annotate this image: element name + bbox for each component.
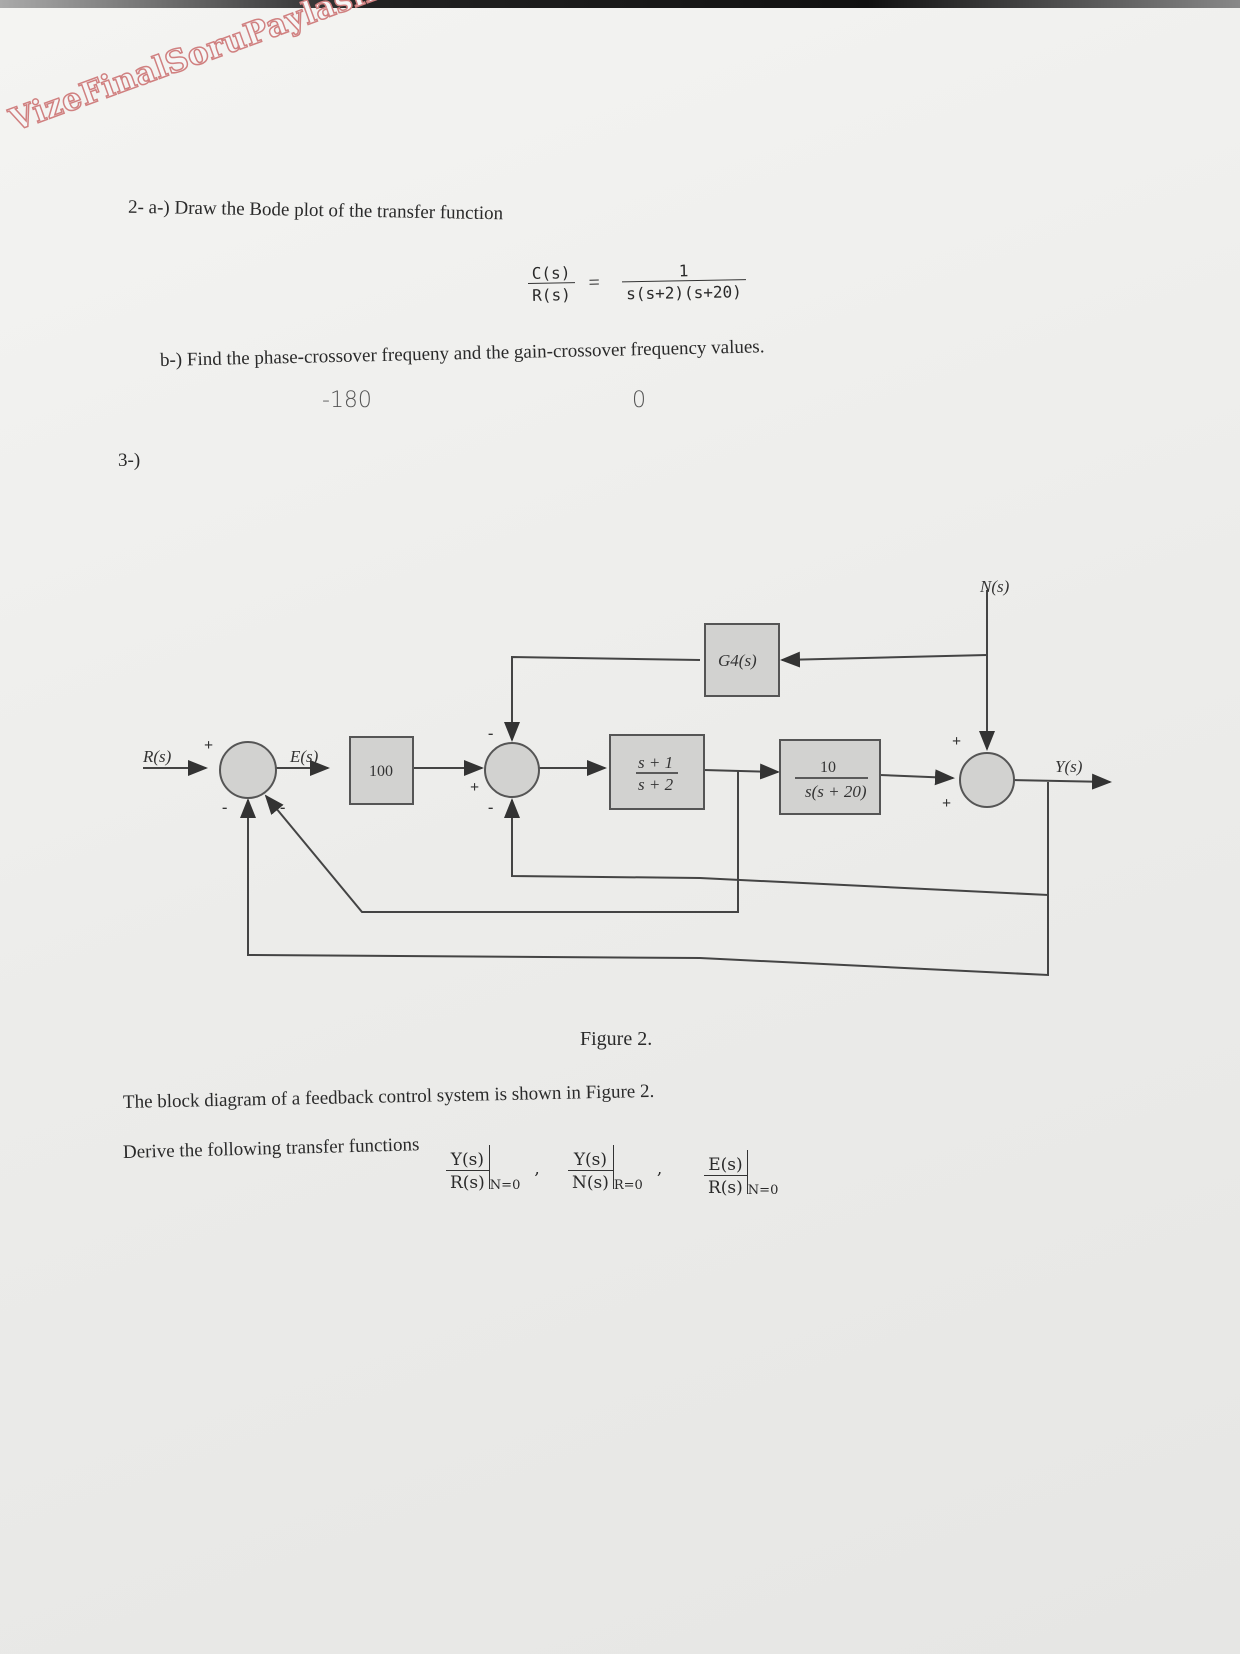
tf-e-over-r: E(s)R(s) N=0 (704, 1150, 778, 1198)
block-10-s-s20 (779, 739, 881, 815)
summing-junction-3 (959, 752, 1015, 808)
line-n-to-g4 (780, 651, 988, 668)
label-y: Y(s) (1055, 757, 1083, 776)
inner-feedback-line (504, 782, 1049, 897)
block2-num: s + 1 (638, 753, 673, 772)
summing-junction-1 (219, 741, 277, 799)
gain-block-100 (349, 736, 414, 805)
tf3-cond: N=0 (747, 1183, 779, 1198)
tf1-fraction: Y(s)R(s) (446, 1150, 489, 1193)
line-block3-to-sum3 (879, 769, 955, 786)
sign-sum1-minus-a: - (222, 799, 227, 816)
label-100: 100 (369, 763, 393, 780)
tf3-num: E(s) (708, 1155, 743, 1175)
figure-caption: Figure 2. (580, 1028, 653, 1050)
separator: , (534, 1159, 540, 1179)
separator: , (656, 1159, 663, 1179)
sign-sum3-plus-bottom: + (942, 795, 951, 812)
photo-edge (0, 0, 1240, 8)
label-n: N(s) (979, 577, 1010, 596)
tf3-fraction: E(s)R(s) (704, 1155, 747, 1198)
tf-y-over-r: Y(s)R(s) N=0 , (446, 1145, 554, 1193)
block3-den: s(s + 20) (805, 782, 867, 801)
handwritten-phase-note: -180 (322, 388, 372, 413)
sign-sum2-plus: + (470, 779, 479, 796)
tf1-den: R(s) (446, 1170, 489, 1193)
sign-sum1-plus: + (204, 737, 213, 754)
middle-feedback-line (264, 770, 739, 913)
tf-y-over-n: Y(s)N(s) R=0 , (568, 1145, 676, 1193)
block2-den: s + 2 (638, 775, 674, 794)
sign-sum2-minus-top: - (488, 725, 493, 742)
label-e: E(s) (289, 747, 319, 766)
label-g4: G4(s) (718, 651, 757, 670)
g4-feedback-line (504, 655, 701, 742)
sign-sum1-minus-b: - (280, 799, 285, 816)
block-s1-s2 (609, 734, 705, 810)
tf2-den: N(s) (568, 1170, 613, 1193)
summing-junction-2 (484, 742, 540, 798)
tf1-cond: N=0 (489, 1178, 521, 1193)
handwritten-gain-note: 0 (632, 388, 646, 413)
question-3-label: 3-) (118, 450, 141, 471)
output-line (1011, 773, 1112, 790)
tf2-fraction: Y(s)N(s) (568, 1150, 613, 1193)
sign-sum3-plus-top: + (952, 733, 961, 750)
tf2-num: Y(s) (573, 1150, 608, 1170)
block3-num: 10 (820, 759, 836, 776)
tf1-num: Y(s) (450, 1150, 484, 1170)
label-r: R(s) (142, 747, 172, 766)
tf3-den: R(s) (704, 1175, 747, 1198)
sign-sum2-minus-bottom: - (488, 799, 493, 816)
outer-feedback-line (240, 798, 1049, 977)
line-block2-to-block3 (703, 763, 780, 780)
tf2-cond: R=0 (613, 1178, 643, 1193)
block-g4 (704, 623, 780, 697)
